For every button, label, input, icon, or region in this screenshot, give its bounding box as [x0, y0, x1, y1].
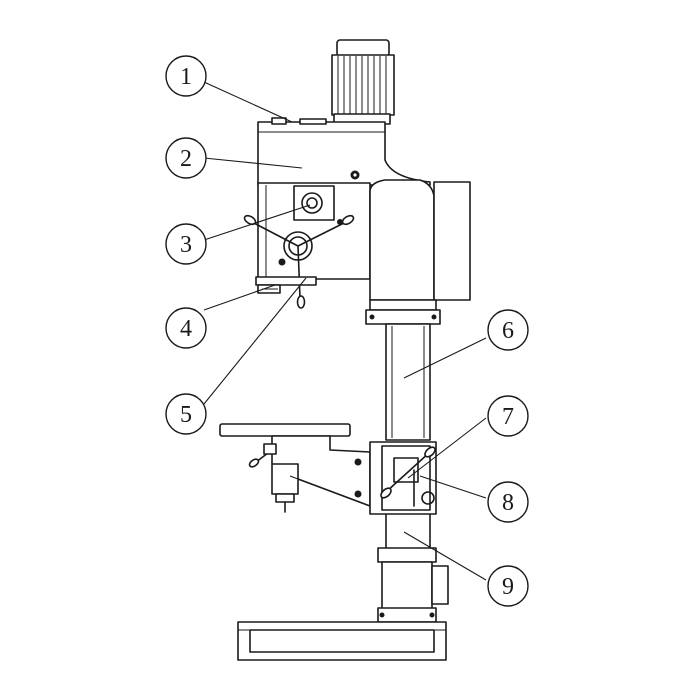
callout-9: 9 [487, 565, 529, 607]
motor [331, 39, 395, 125]
callout-8-label: 8 [502, 490, 514, 516]
callout-6: 6 [487, 309, 529, 351]
column [385, 323, 431, 551]
callout-4: 4 [165, 307, 207, 349]
leader-lines [203, 81, 487, 581]
callout-7: 7 [487, 395, 529, 437]
work-table [219, 423, 371, 513]
callout-5-label: 5 [180, 402, 192, 428]
callout-8: 8 [487, 481, 529, 523]
gear-head [257, 117, 431, 186]
callout-7-label: 7 [502, 404, 514, 430]
spindle-housing [243, 182, 371, 309]
callout-5: 5 [165, 393, 207, 435]
callout-6-label: 6 [502, 318, 514, 344]
head-rear-housing [365, 179, 471, 325]
base-plate [237, 621, 447, 661]
callout-1-label: 1 [180, 64, 192, 90]
callout-3: 3 [165, 223, 207, 265]
callout-1: 1 [165, 55, 207, 97]
column-base-collar [377, 547, 449, 623]
callout-3-label: 3 [180, 232, 192, 258]
callout-2-label: 2 [180, 146, 192, 172]
callout-9-label: 9 [502, 574, 514, 600]
callout-4-label: 4 [180, 316, 192, 342]
callout-2: 2 [165, 137, 207, 179]
